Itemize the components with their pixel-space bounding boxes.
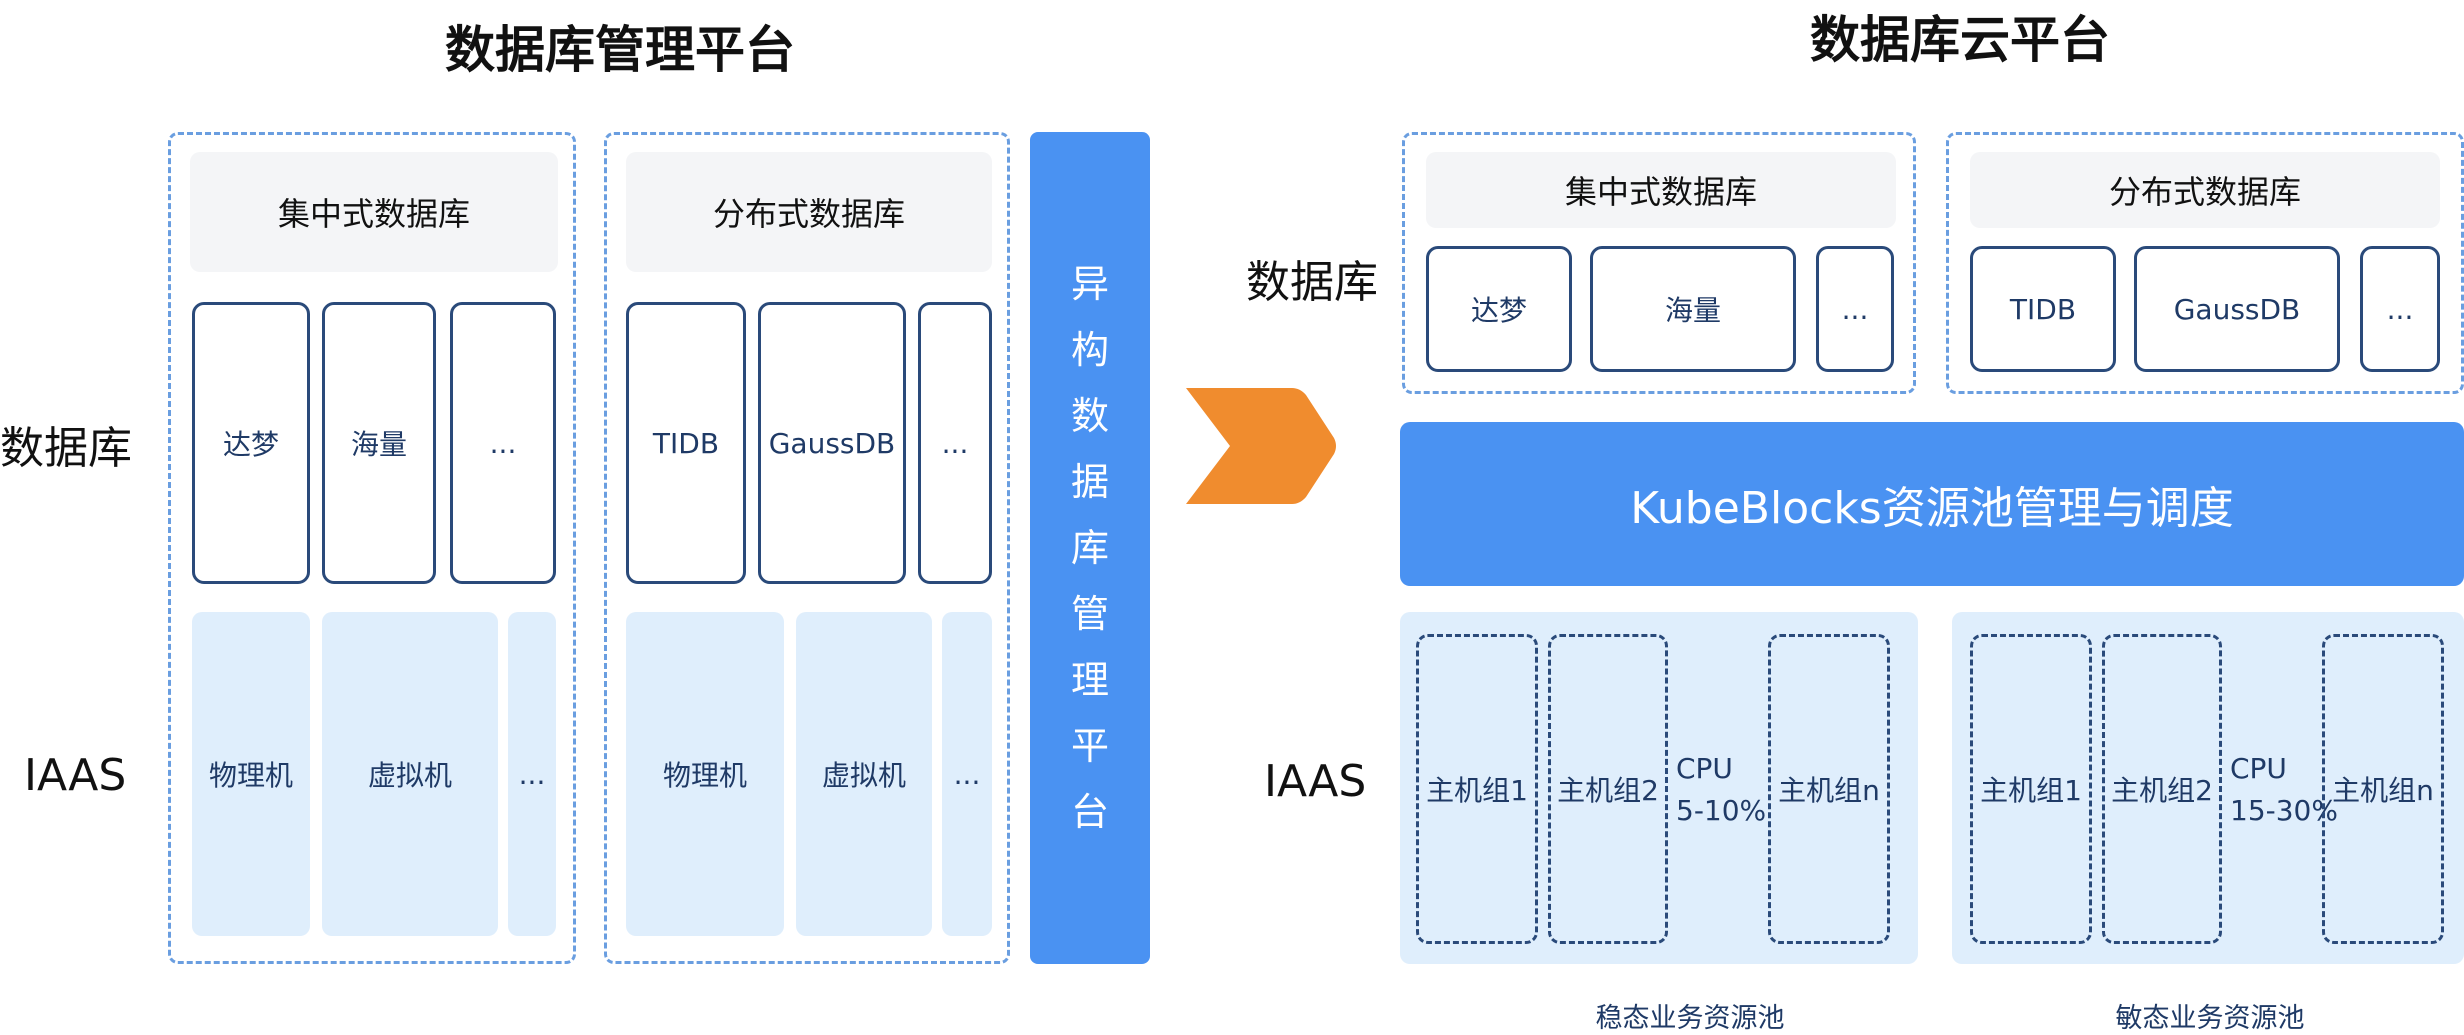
platform-bar-char: 据	[1070, 460, 1109, 504]
stable-pool-caption: 稳态业务资源池	[1595, 1003, 1785, 1034]
left-iaas-physical-2: 物理机	[626, 612, 784, 936]
left-db-card-more-distributed: ...	[918, 302, 992, 584]
right-distributed-group	[1946, 132, 2464, 394]
left-iaas-more-2: ...	[942, 612, 992, 936]
left-distributed-header: 分布式数据库	[626, 152, 992, 272]
stable-cpu-label: CPU	[1676, 752, 1733, 785]
right-db-card-dameng: 达梦	[1426, 246, 1572, 372]
left-row-label-iaas: IAAS	[24, 750, 127, 801]
left-db-card-dameng: 达梦	[192, 302, 310, 584]
left-db-card-more-centralized: ...	[450, 302, 556, 584]
chevron-right-arrow-icon	[1186, 388, 1336, 504]
right-db-card-more-centralized: ...	[1816, 246, 1894, 372]
agile-host-group-1: 主机组1	[1970, 634, 2092, 944]
right-title: 数据库云平台	[1810, 11, 2110, 69]
platform-bar-char: 管	[1070, 592, 1109, 636]
left-iaas-physical-1: 物理机	[192, 612, 310, 936]
platform-bar-char: 库	[1070, 526, 1109, 570]
platform-bar-char: 数	[1070, 394, 1109, 438]
left-distributed-group	[604, 132, 1010, 964]
right-db-card-more-distributed: ...	[2360, 246, 2440, 372]
platform-bar-char: 异	[1070, 262, 1109, 306]
right-db-card-haiiang: 海量	[1590, 246, 1796, 372]
right-db-card-tidb: TIDB	[1970, 246, 2116, 372]
left-db-card-tidb: TIDB	[626, 302, 746, 584]
agile-cpu-readout: CPU 15-30%	[2230, 748, 2338, 832]
left-centralized-header: 集中式数据库	[190, 152, 558, 272]
left-title: 数据库管理平台	[445, 21, 795, 79]
right-db-card-gaussdb: GaussDB	[2134, 246, 2340, 372]
right-distributed-header: 分布式数据库	[1970, 152, 2440, 228]
left-db-card-haiiang: 海量	[322, 302, 436, 584]
platform-bar-char: 构	[1070, 328, 1109, 372]
left-row-label-db: 数据库	[0, 423, 132, 474]
left-iaas-more-1: ...	[508, 612, 556, 936]
right-centralized-header: 集中式数据库	[1426, 152, 1896, 228]
heterogeneous-platform-bar: 异 构 数 据 库 管 理 平 台	[1030, 132, 1150, 964]
stable-cpu-readout: CPU 5-10%	[1676, 748, 1766, 832]
stable-host-group-2: 主机组2	[1548, 634, 1668, 944]
kubeblocks-scheduler-bar: KubeBlocks资源池管理与调度	[1400, 422, 2464, 586]
platform-bar-char: 台	[1070, 790, 1109, 834]
right-centralized-group	[1402, 132, 1916, 394]
agile-host-group-2: 主机组2	[2102, 634, 2222, 944]
stable-host-group-n: 主机组n	[1768, 634, 1890, 944]
right-row-label-db: 数据库	[1246, 257, 1378, 308]
left-db-card-gaussdb: GaussDB	[758, 302, 906, 584]
right-row-label-iaas: IAAS	[1264, 756, 1367, 807]
agile-cpu-value: 15-30%	[2230, 794, 2338, 827]
agile-resource-pool	[1952, 612, 2464, 964]
platform-bar-char: 理	[1070, 658, 1109, 702]
agile-pool-caption: 敏态业务资源池	[2115, 1003, 2305, 1034]
stable-host-group-1: 主机组1	[1416, 634, 1538, 944]
agile-host-group-n: 主机组n	[2322, 634, 2444, 944]
left-iaas-virtual-1: 虚拟机	[322, 612, 498, 936]
stable-resource-pool	[1400, 612, 1918, 964]
agile-cpu-label: CPU	[2230, 752, 2287, 785]
left-centralized-group	[168, 132, 576, 964]
left-iaas-virtual-2: 虚拟机	[796, 612, 932, 936]
stable-cpu-value: 5-10%	[1676, 794, 1767, 827]
platform-bar-char: 平	[1070, 724, 1109, 768]
